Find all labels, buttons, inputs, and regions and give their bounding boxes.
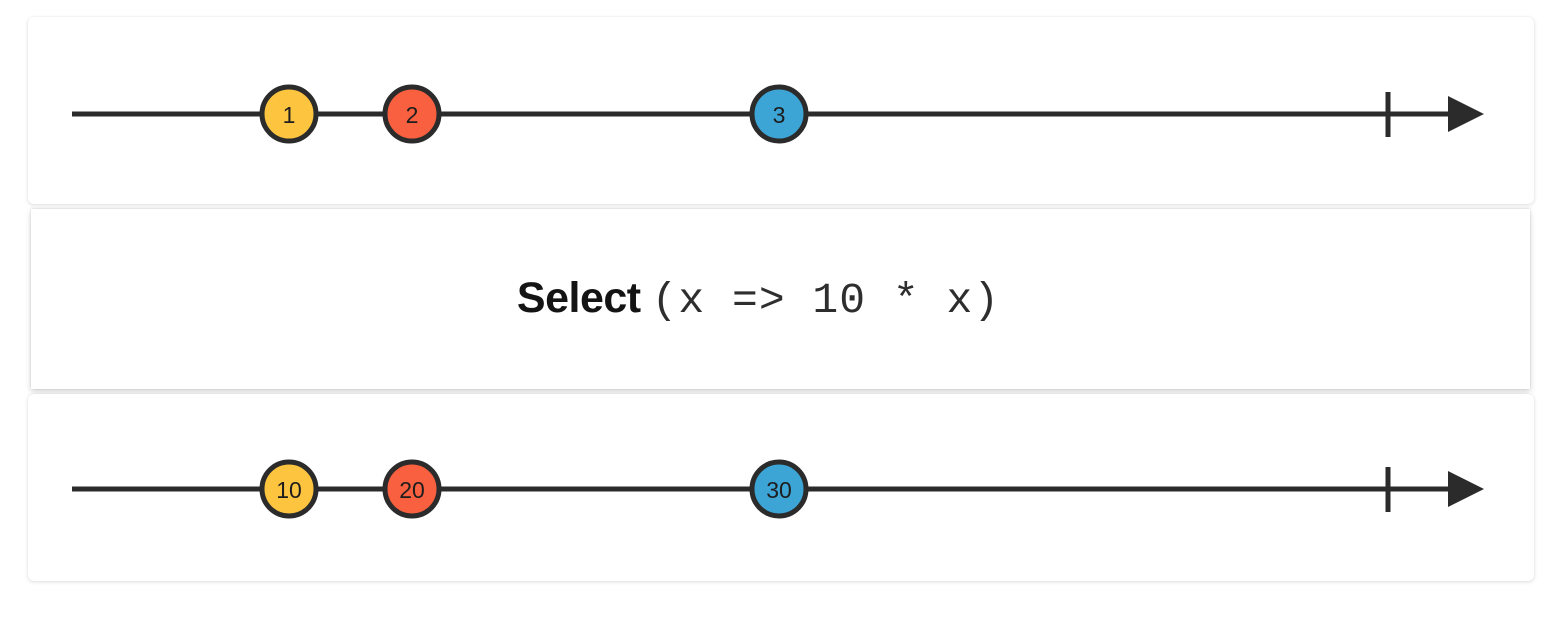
source-marble-2-circle xyxy=(382,84,442,144)
result-timeline: 10 20 30 xyxy=(28,394,1534,581)
source-marble-1[interactable]: 1 xyxy=(259,84,319,144)
result-stream-panel: 10 20 30 xyxy=(28,394,1534,581)
result-marble-2-label: 20 xyxy=(399,477,425,503)
source-marble-3-circle xyxy=(749,84,809,144)
source-arrow-head xyxy=(1448,96,1484,132)
source-marble-3[interactable]: 3 xyxy=(749,84,809,144)
result-marble-3-circle xyxy=(749,459,809,519)
result-marble-3-label: 30 xyxy=(766,477,792,503)
source-marble-3-label: 3 xyxy=(773,102,786,128)
result-marble-1-label: 10 xyxy=(276,477,302,503)
result-timeline-svg: 10 20 30 xyxy=(72,459,1484,519)
source-marble-2[interactable]: 2 xyxy=(382,84,442,144)
result-marble-1-circle xyxy=(259,459,319,519)
result-marble-2-circle xyxy=(382,459,442,519)
result-marble-1[interactable]: 10 xyxy=(259,459,319,519)
source-timeline: 1 2 3 xyxy=(28,17,1534,204)
source-timeline-svg: 1 2 3 xyxy=(72,84,1484,144)
result-marble-2[interactable]: 20 xyxy=(382,459,442,519)
operator-label: Select (x => 10 * x) xyxy=(516,273,1001,325)
operator-panel[interactable]: Select (x => 10 * x) xyxy=(31,209,1530,389)
operator-arguments: (x => 10 * x) xyxy=(651,275,1001,325)
source-marble-2-label: 2 xyxy=(406,102,419,128)
result-marble-3[interactable]: 30 xyxy=(749,459,809,519)
source-marble-1-label: 1 xyxy=(283,102,296,128)
source-stream-panel: 1 2 3 xyxy=(28,17,1534,204)
source-marble-1-circle xyxy=(259,84,319,144)
operator-name: Select xyxy=(516,273,641,322)
result-arrow-head xyxy=(1448,471,1484,507)
